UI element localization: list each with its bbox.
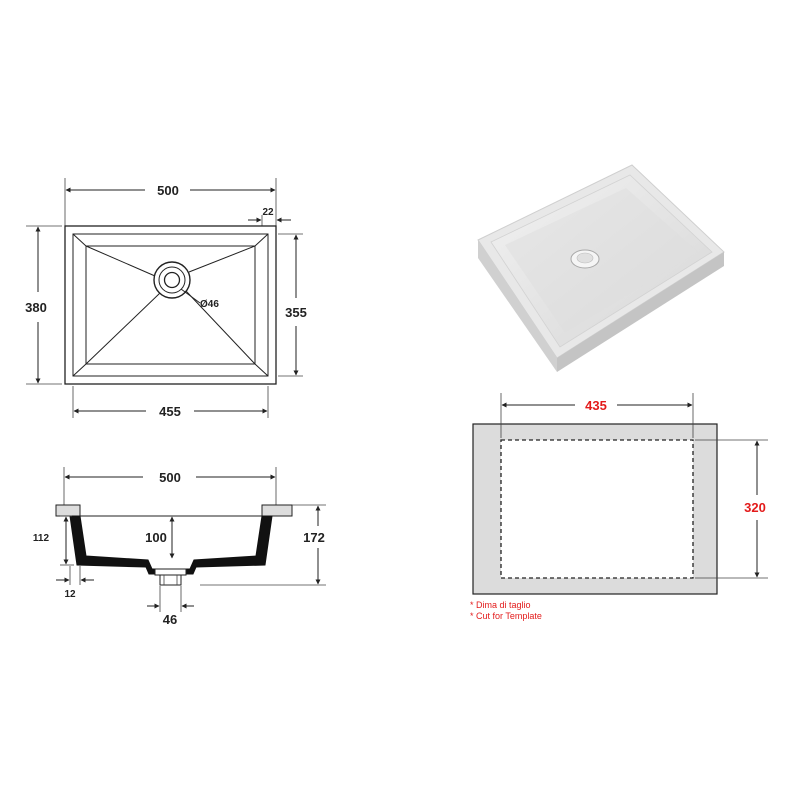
counter-right <box>261 504 293 517</box>
drain-hole <box>163 271 181 289</box>
label-template-width: 435 <box>585 398 607 413</box>
label-right-height: 172 <box>303 530 325 545</box>
dimension-top-depth: 380 <box>25 225 62 385</box>
dimension-section-width: 500 <box>63 467 277 505</box>
sink-top-outline: Ø46 <box>64 225 277 385</box>
template-cutout <box>500 439 694 579</box>
label-top-depth: 380 <box>25 300 47 315</box>
dimension-template-height: 320 <box>695 439 768 579</box>
sink-3d-render <box>477 164 725 372</box>
label-section-width: 500 <box>159 470 181 485</box>
cut-template-view: 435 320 <box>472 393 768 595</box>
counter-left <box>55 504 81 517</box>
label-drain-width: 46 <box>163 612 177 627</box>
dimension-section-inner-depth: 100 <box>145 516 175 559</box>
top-view: 500 22 380 <box>25 178 307 419</box>
dimension-wall: 12 <box>56 566 94 600</box>
label-drain-diameter: Ø46 <box>200 299 219 310</box>
dimension-rim: 22 <box>248 207 291 230</box>
drain-flange <box>154 568 187 576</box>
dimension-left-height: 112 <box>33 515 74 566</box>
note-italian: * Dima di taglio <box>470 600 531 610</box>
drain-body <box>159 574 182 586</box>
dimension-right-height: 172 <box>200 504 326 586</box>
sink-section-profile <box>69 515 273 575</box>
dimension-inner-depth: 355 <box>278 233 307 377</box>
label-left-height: 112 <box>33 533 50 544</box>
label-inner-depth: 355 <box>285 305 307 320</box>
dimension-drain-width: 46 <box>147 586 194 627</box>
label-template-height: 320 <box>744 500 766 515</box>
label-top-width: 500 <box>157 183 179 198</box>
section-view: 500 112 100 172 <box>33 467 326 627</box>
label-rim: 22 <box>262 207 274 218</box>
template-notes: * Dima di taglio * Cut for Template <box>470 600 542 622</box>
dimension-template-width: 435 <box>500 393 694 438</box>
drain-inner-circle <box>158 266 186 294</box>
note-english: * Cut for Template <box>470 611 542 621</box>
dimension-top-width: 500 <box>64 178 277 226</box>
label-section-inner-depth: 100 <box>145 530 167 545</box>
label-inner-width: 455 <box>159 404 181 419</box>
dimension-inner-width: 455 <box>72 386 269 419</box>
label-wall: 12 <box>64 589 76 600</box>
